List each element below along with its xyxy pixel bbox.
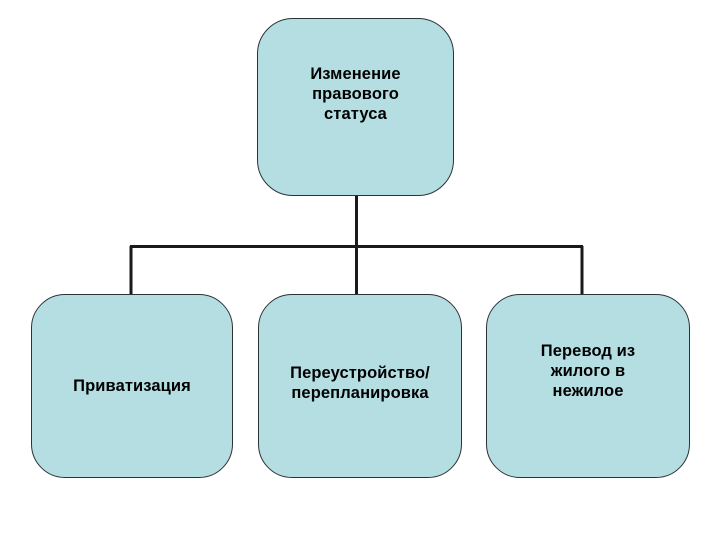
node-reconstruction-label: Переустройство/ перепланировка (290, 363, 430, 402)
node-privatization[interactable]: Приватизация (31, 294, 233, 478)
node-privatization-label: Приватизация (73, 376, 191, 395)
node-conversion-label: Перевод из жилого в нежилое (540, 341, 636, 401)
node-conversion[interactable]: Перевод из жилого в нежилое (486, 294, 690, 478)
node-root-label: Изменение правового статуса (310, 64, 401, 124)
node-reconstruction[interactable]: Переустройство/ перепланировка (258, 294, 462, 478)
node-root[interactable]: Изменение правового статуса (257, 18, 454, 196)
